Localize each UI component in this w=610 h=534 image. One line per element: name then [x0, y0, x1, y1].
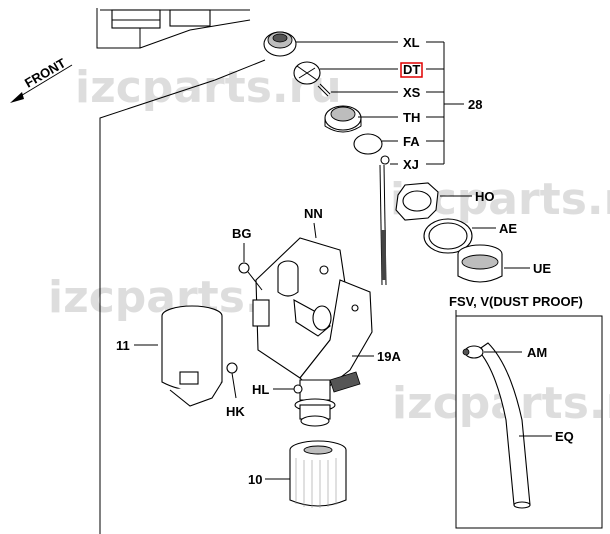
callout-xl: XL	[403, 35, 420, 50]
callout-28: 28	[468, 97, 482, 112]
cap-th	[324, 105, 362, 133]
spring-xs	[317, 83, 331, 97]
callout-th: TH	[403, 110, 420, 125]
callout-11: 11	[116, 338, 130, 353]
hose-eq	[477, 342, 531, 509]
callout-bg: BG	[232, 226, 252, 241]
bolt-bg	[238, 262, 263, 291]
clip-xj	[380, 155, 390, 165]
filter-11	[161, 305, 223, 407]
callout-lines-group-28	[296, 41, 464, 165]
ring-ae	[423, 218, 496, 254]
sleeve-ue	[457, 244, 530, 283]
fsv-dust-proof-note: FSV, V(DUST PROOF)	[449, 294, 583, 309]
front-arrow: FRONT	[10, 55, 73, 103]
callout-nn: NN	[304, 206, 323, 221]
dipstick	[379, 164, 387, 286]
callout-19a: 19A	[377, 349, 401, 364]
callout-10: 10	[248, 472, 262, 487]
callout-hk: HK	[226, 404, 245, 419]
callout-hl: HL	[252, 382, 269, 397]
clamp-am	[462, 345, 522, 359]
highlight-box	[400, 62, 423, 78]
bracket-assembly	[252, 237, 373, 396]
callout-dt: DT	[403, 62, 420, 77]
callout-ue: UE	[533, 261, 551, 276]
callout-fa: FA	[403, 134, 420, 149]
callout-ae: AE	[499, 221, 517, 236]
callout-xs: XS	[403, 85, 421, 100]
filter-dt	[293, 61, 321, 85]
cap-xl	[263, 31, 297, 57]
callout-line-nn	[313, 222, 317, 239]
front-label: FRONT	[22, 55, 68, 90]
ring-fa	[353, 133, 383, 155]
inset-box	[455, 315, 603, 529]
nut-ho	[395, 182, 472, 221]
filter-10	[289, 440, 347, 508]
bolt-hk	[226, 362, 238, 399]
callout-xj: XJ	[403, 157, 419, 172]
bolt-hl	[293, 384, 303, 394]
filter-head	[294, 371, 361, 427]
callout-ho: HO	[475, 189, 495, 204]
engine-block	[111, 9, 211, 29]
callout-eq: EQ	[555, 429, 574, 444]
callout-am: AM	[527, 345, 547, 360]
